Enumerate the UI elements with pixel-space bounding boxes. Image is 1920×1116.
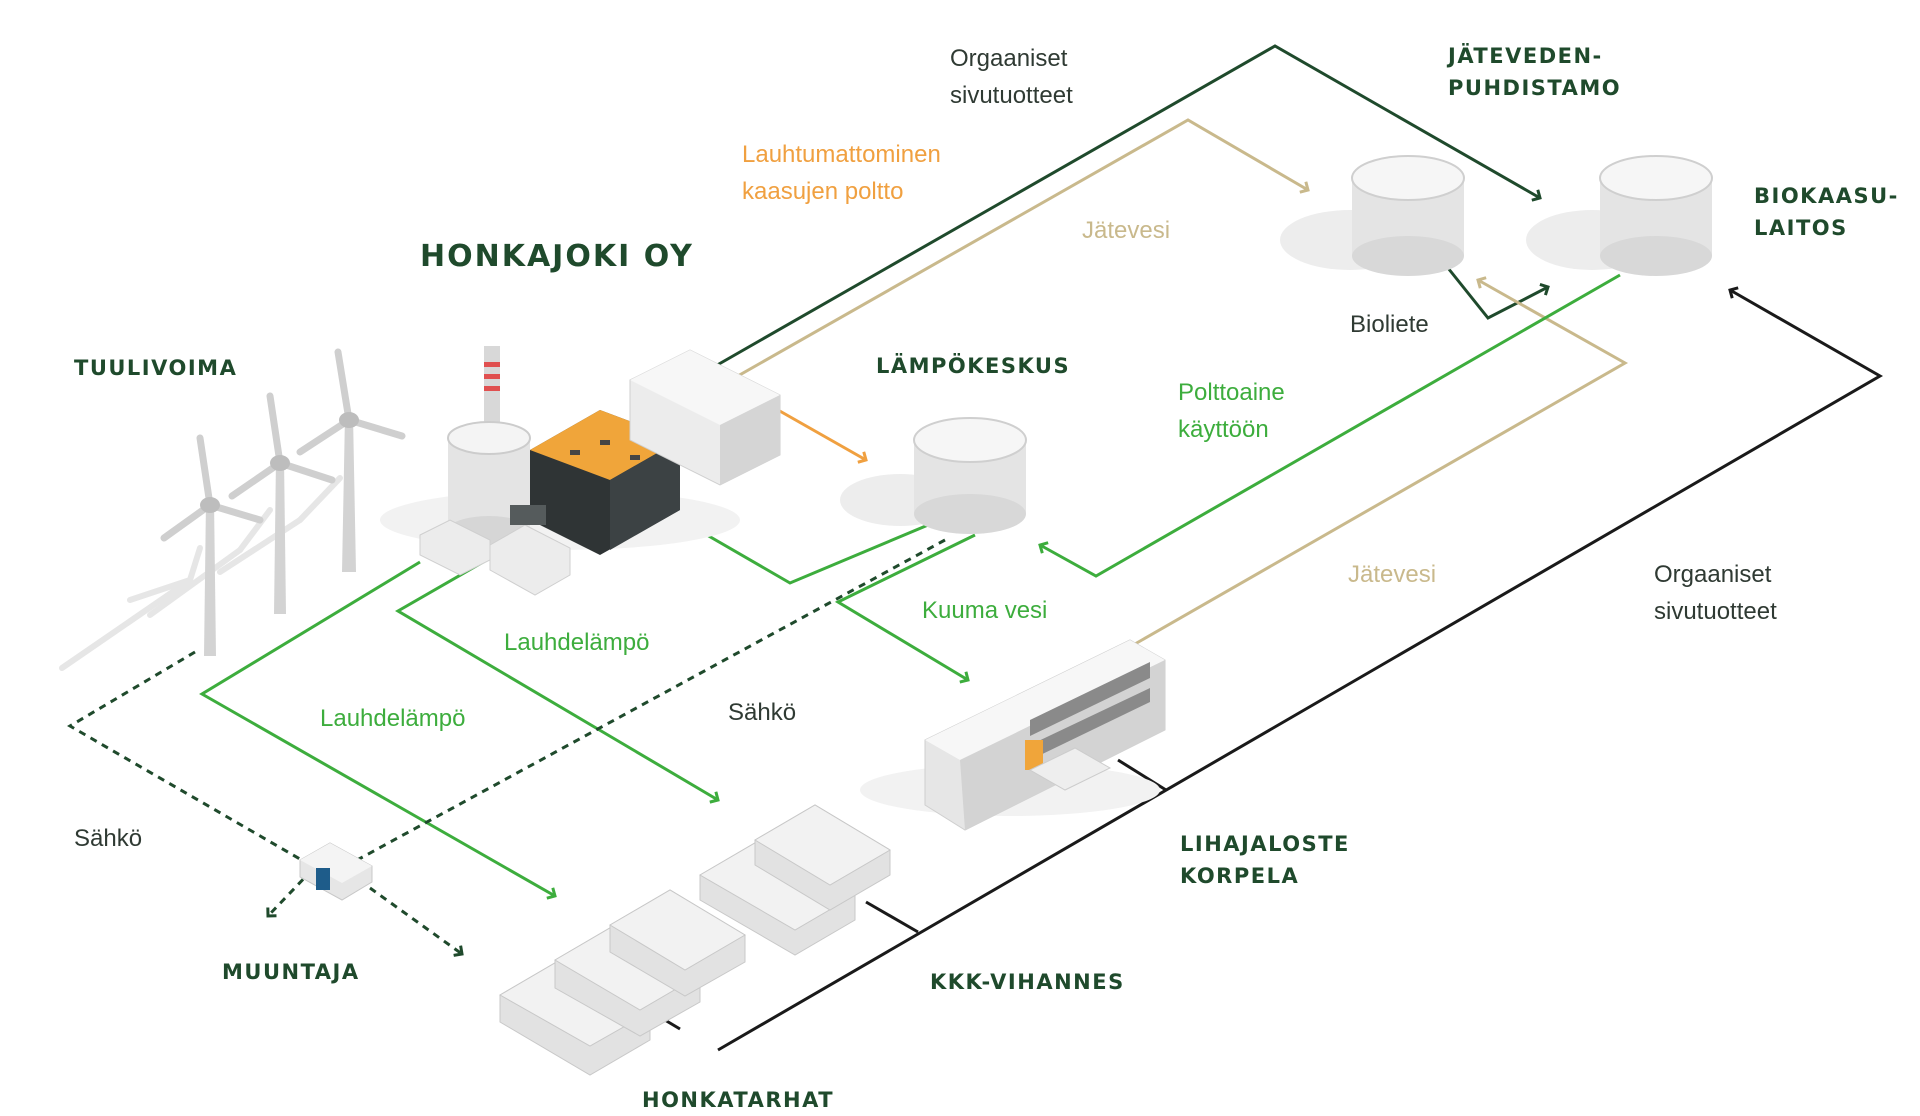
flow-label-orgaaniset-right: Orgaaniset sivutuotteet bbox=[1654, 561, 1777, 625]
flow-sahko-out-right bbox=[369, 886, 462, 954]
flow-heat-to-plant bbox=[681, 520, 941, 585]
biogas-tank bbox=[1526, 155, 1713, 276]
flow-label-lauhdelampo-2: Lauhdelämpö bbox=[320, 705, 466, 732]
wind-turbine bbox=[228, 392, 336, 614]
wind-turbine bbox=[160, 434, 264, 656]
flow-sahko-wind bbox=[67, 650, 339, 883]
flow-jatevesi-top bbox=[721, 118, 1308, 387]
flow-sahko-heat bbox=[347, 538, 946, 867]
diagram-title: HONKAJOKI OY bbox=[420, 239, 694, 274]
flow-lauhtumattominen bbox=[777, 408, 866, 460]
flow-label-sahko-left: Sähkö bbox=[74, 825, 143, 852]
flow-label-sahko-mid: Sähkö bbox=[728, 699, 797, 726]
flow-label-jatevesi-mid: Jätevesi bbox=[1348, 561, 1437, 588]
node-label-jatevedenpuhdistamo: JÄTEVEDEN- PUHDISTAMO bbox=[1448, 44, 1622, 100]
greenhouses-kkk bbox=[699, 804, 891, 956]
flow-branch-liha bbox=[1117, 758, 1167, 792]
flow-label-lauhdelampo-1: Lauhdelämpö bbox=[504, 629, 650, 656]
flow-lauhdelampo-2 bbox=[199, 560, 555, 896]
node-label-kkk-vihannes: KKK-VIHANNES bbox=[930, 970, 1125, 994]
flow-label-lauhtumattominen: Lauhtumattominen kaasujen poltto bbox=[742, 141, 941, 205]
wind-turbine-shadow bbox=[59, 475, 343, 671]
transformer bbox=[299, 842, 373, 901]
flow-orgaaniset-top bbox=[711, 44, 1540, 370]
node-label-tuulivoima: TUULIVOIMA bbox=[74, 356, 238, 380]
heat-plant-tank bbox=[840, 417, 1027, 534]
flow-kuuma-vesi bbox=[834, 533, 976, 680]
greenhouses-honkatarhat bbox=[498, 889, 746, 1076]
node-label-honkatarhat: HONKATARHAT bbox=[642, 1088, 835, 1112]
power-plant bbox=[380, 346, 781, 596]
wind-turbine bbox=[296, 348, 406, 572]
flow-bioliete bbox=[1446, 267, 1548, 320]
flow-label-polttoaine: Polttoaine käyttöön bbox=[1178, 379, 1285, 443]
wastewater-tank bbox=[1280, 155, 1465, 276]
flow-label-kuuma-vesi: Kuuma vesi bbox=[922, 597, 1048, 624]
flow-branch-kkk bbox=[865, 900, 919, 934]
food-factory bbox=[860, 639, 1166, 831]
node-label-biokaasulaitos: BIOKAASU- LAITOS bbox=[1754, 184, 1899, 240]
flow-label-orgaaniset-top: Orgaaniset sivutuotteet bbox=[950, 45, 1073, 109]
node-label-lampokeskus: LÄMPÖKESKUS bbox=[876, 354, 1071, 378]
flow-jatevesi-mid bbox=[1127, 280, 1629, 650]
flow-sahko-out-left bbox=[268, 868, 314, 916]
node-label-muuntaja: MUUNTAJA bbox=[222, 960, 360, 984]
wind-turbines bbox=[59, 348, 406, 671]
flow-orgaaniset-right bbox=[717, 290, 1884, 1052]
flow-label-bioliete: Bioliete bbox=[1350, 311, 1429, 338]
flow-label-jatevesi-top: Jätevesi bbox=[1082, 217, 1171, 244]
flow-polttoaine bbox=[1040, 273, 1621, 578]
node-label-lihajaloste: LIHAJALOSTE KORPELA bbox=[1180, 832, 1350, 888]
